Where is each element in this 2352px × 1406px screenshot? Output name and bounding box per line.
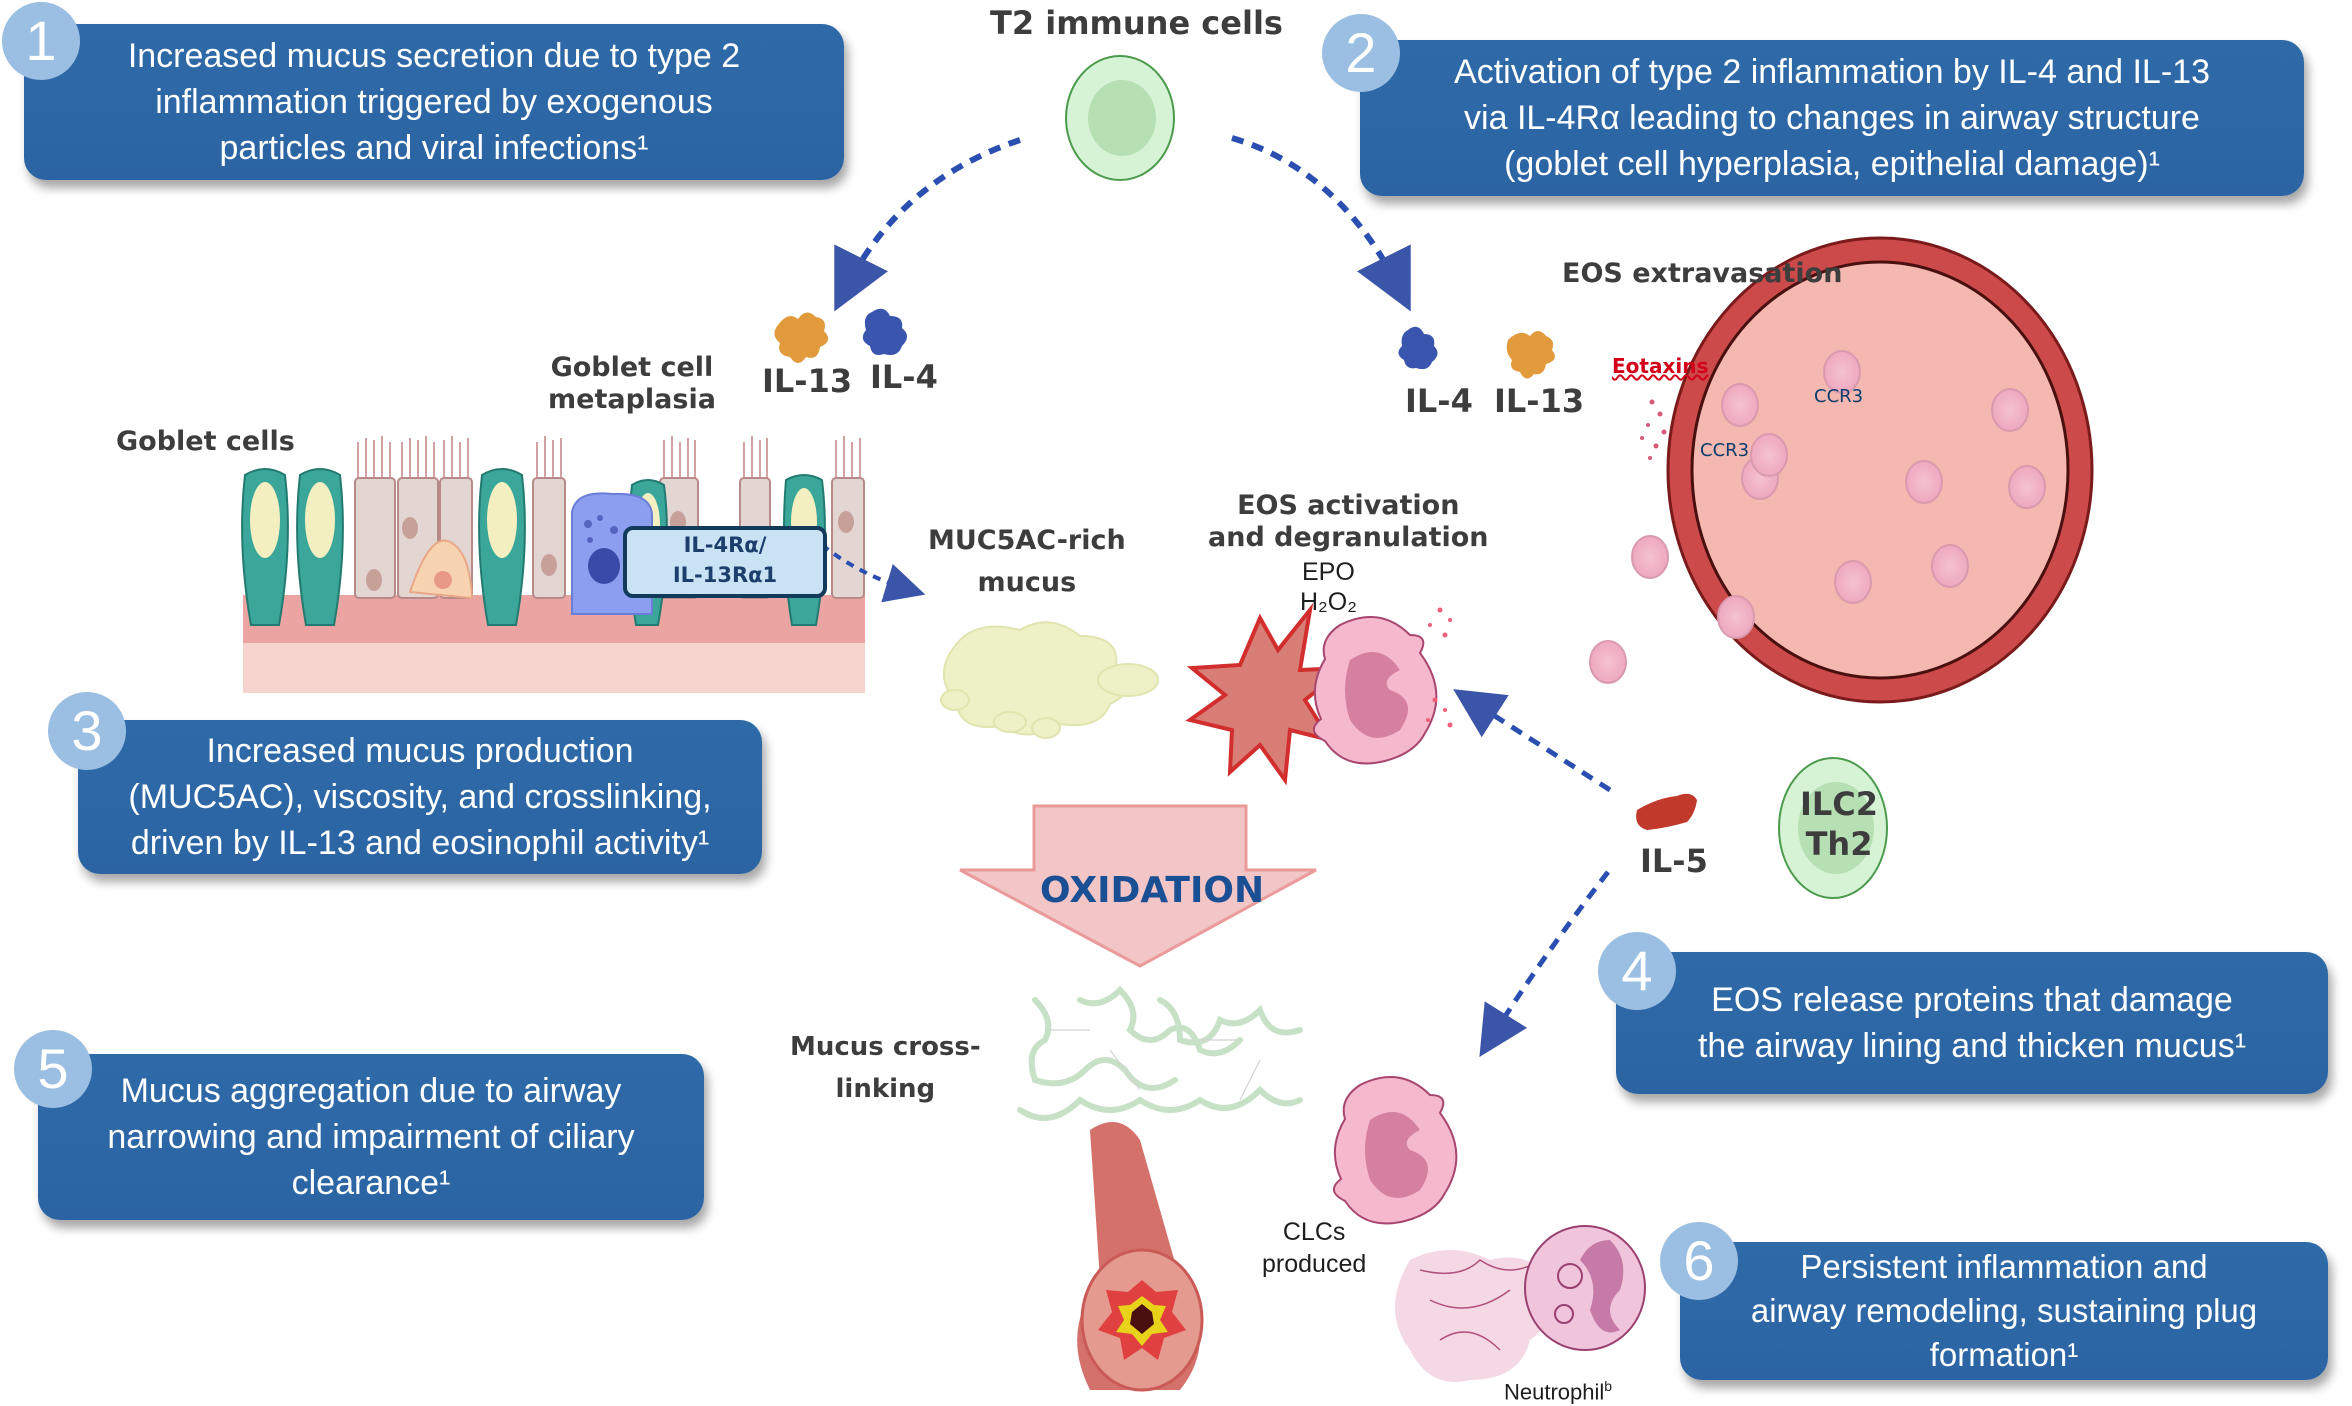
- crosslinking-line-1: Mucus cross-: [790, 1032, 981, 1062]
- il13-protein-icon: [774, 312, 829, 363]
- crosslinked-mucus-icon: [1017, 985, 1303, 1121]
- step-4-box: EOS release proteins that damage the air…: [1616, 952, 2328, 1094]
- step-4-badge: 4: [1598, 932, 1676, 1010]
- crosslinking-line-2: linking: [835, 1074, 936, 1104]
- goblet-cells-label: Goblet cells: [116, 426, 295, 457]
- step-6-line-1: Persistent inflammation and: [1800, 1248, 2208, 1285]
- step-1-badge: 1: [2, 2, 80, 80]
- th2-label: Th2: [1805, 825, 1873, 863]
- ccr3-label-inside: CCR3: [1814, 386, 1864, 407]
- step-2-line-2: via IL-4Rα leading to changes in airway …: [1464, 99, 2200, 137]
- eos-activation-line-1: EOS activation: [1237, 490, 1460, 521]
- step-2-line-1: Activation of type 2 inflammation by IL-…: [1454, 53, 2210, 91]
- arrow-receptor-to-mucus: [820, 543, 926, 603]
- eos-extravasation-label: EOS extravasation: [1562, 258, 1843, 289]
- neutrophil-footnote: b: [1604, 1378, 1613, 1394]
- step-3-line-2: (MUC5AC), viscosity, and crosslinking,: [128, 778, 712, 816]
- t2-immune-cells-label: T2 immune cells: [990, 4, 1283, 42]
- neutrophil-net-icon: [1395, 1225, 1646, 1382]
- step-6-line-2: airway remodeling, sustaining plug: [1750, 1292, 2258, 1329]
- clcs-produced-label: CLCs produced: [1262, 1216, 1366, 1280]
- step-2-box: Activation of type 2 inflammation by IL-…: [1360, 40, 2304, 196]
- step-5-line-3: clearance¹: [291, 1164, 451, 1202]
- il5-protein-icon: [1636, 793, 1697, 830]
- eosinophil-activated-icon: [1313, 616, 1438, 765]
- ilc2-th2-label: ILC2 Th2: [1800, 784, 1878, 864]
- step-5-line-1: Mucus aggregation due to airway: [120, 1072, 622, 1110]
- clcs-line-1: CLCs: [1282, 1218, 1346, 1246]
- step-3-line-1: Increased mucus production: [206, 732, 634, 770]
- step-5-box: Mucus aggregation due to airway narrowin…: [38, 1054, 704, 1220]
- arrow-t2-to-il13: [834, 137, 1021, 312]
- step-1-line-2: inflammation triggered by exogenous: [155, 83, 713, 121]
- clcs-line-2: produced: [1262, 1250, 1367, 1278]
- mucus-crosslinking-label: Mucus cross- linking: [790, 1026, 981, 1110]
- goblet-cell-metaplasia-line-1: Goblet cell: [550, 352, 714, 383]
- neutrophil-text: Neutrophil: [1504, 1379, 1605, 1405]
- ccr3-label-outside: CCR3: [1700, 440, 1750, 461]
- ilc2-th2-cell-icon: [1778, 757, 1888, 899]
- il4-protein-right-icon: [1398, 326, 1438, 370]
- basal-cell-icon: [408, 539, 474, 600]
- receptor-line-1: IL-4Rα/: [683, 533, 767, 557]
- step-1-box: Increased mucus secretion due to type 2 …: [24, 24, 844, 180]
- damage-starburst-icon: [1185, 602, 1352, 786]
- muc5ac-mucus-icon: [940, 621, 1159, 739]
- h2o2-label: H₂O₂: [1300, 588, 1357, 616]
- il4-protein-icon: [862, 308, 907, 355]
- receptor-line-2: IL-13Rα1: [672, 563, 778, 587]
- arrow-il5-to-eos-bottom: [1479, 870, 1610, 1057]
- il13-left-label: IL-13: [762, 362, 853, 400]
- eos-activation-label: EOS activation and degranulation: [1208, 490, 1489, 554]
- step-1-line-3: particles and viral infections¹: [219, 129, 649, 167]
- step-4-line-2: the airway lining and thicken mucus¹: [1697, 1027, 2247, 1065]
- airway-plug-icon: [1077, 1122, 1204, 1392]
- il4-right-label: IL-4: [1405, 382, 1473, 420]
- arrow-t2-to-il4-right: [1231, 135, 1411, 312]
- epo-label: EPO: [1302, 558, 1355, 586]
- step-6-line-3: formation¹: [1929, 1336, 2079, 1373]
- receptor-label-box: IL-4Rα/ IL-13Rα1: [623, 526, 827, 598]
- il13-right-label: IL-13: [1494, 382, 1585, 420]
- step-6-badge: 6: [1660, 1222, 1738, 1300]
- ilc2-label: ILC2: [1800, 785, 1879, 823]
- step-2-badge: 2: [1322, 14, 1400, 92]
- step-1-line-1: Increased mucus secretion due to type 2: [127, 37, 741, 75]
- il4-left-label: IL-4: [870, 358, 938, 396]
- oxidation-label: OXIDATION: [1040, 870, 1265, 911]
- airway-epithelium: [241, 436, 865, 693]
- step-6-box: Persistent inflammation and airway remod…: [1680, 1242, 2328, 1380]
- step-3-line-3: driven by IL-13 and eosinophil activity¹: [130, 824, 710, 862]
- il5-label: IL-5: [1640, 842, 1708, 880]
- muc5ac-line-2: mucus: [977, 567, 1077, 598]
- step-2-line-3: (goblet cell hyperplasia, epithelial dam…: [1504, 145, 2160, 183]
- eosinophil-cells: [1589, 350, 2046, 684]
- arrow-il5-to-eos-activation: [1453, 689, 1612, 793]
- step-3-badge: 3: [48, 692, 126, 770]
- eos-activation-line-2: and degranulation: [1208, 522, 1489, 553]
- eotaxin-particles-icon: [1640, 399, 1672, 460]
- muc5ac-mucus-label: MUC5AC-rich mucus: [928, 520, 1126, 604]
- eotaxins-label: Eotaxins: [1612, 354, 1709, 378]
- t2-immune-cell-icon: [1065, 55, 1175, 181]
- eosinophil-clc-icon: [1333, 1076, 1458, 1225]
- step-5-line-2: narrowing and impairment of ciliary: [107, 1118, 635, 1156]
- goblet-cell-metaplasia-line-2: metaplasia: [548, 384, 716, 415]
- il13-protein-right-icon: [1506, 331, 1555, 379]
- step-3-box: Increased mucus production (MUC5AC), vis…: [78, 720, 762, 874]
- blood-vessel-icon: [1666, 236, 2094, 704]
- step-5-badge: 5: [14, 1030, 92, 1108]
- muc5ac-line-1: MUC5AC-rich: [928, 525, 1126, 556]
- goblet-cell-metaplasia-label: Goblet cell metaplasia: [548, 352, 716, 416]
- neutrophil-label: Neutrophilb: [1504, 1378, 1612, 1405]
- step-4-line-1: EOS release proteins that damage: [1711, 981, 2233, 1019]
- oxidation-arrow-icon: [959, 804, 1317, 968]
- granules-icon: [1426, 607, 1453, 728]
